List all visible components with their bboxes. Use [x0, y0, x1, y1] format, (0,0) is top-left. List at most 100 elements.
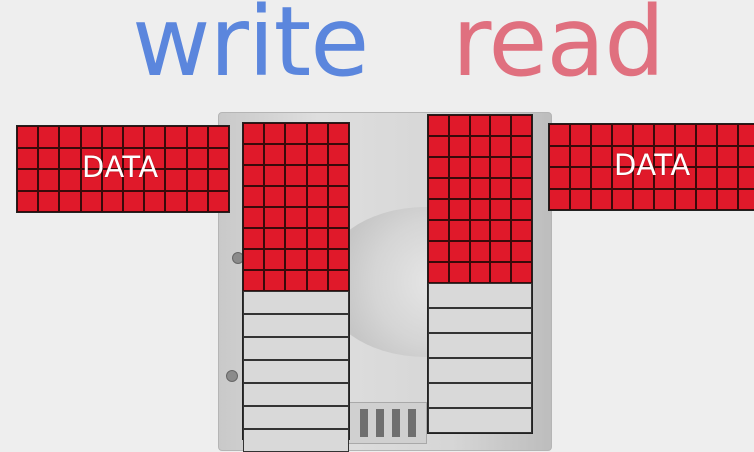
- write-heading: write: [132, 0, 368, 90]
- data-cell: [285, 123, 306, 144]
- data-cell: [591, 189, 612, 211]
- data-cell: [511, 178, 532, 199]
- empty-slot: [243, 291, 349, 314]
- data-cell: [59, 126, 80, 148]
- data-cell: [264, 270, 285, 291]
- data-cell: [717, 146, 738, 168]
- data-cell: [511, 136, 532, 157]
- incoming-data-label: DATA: [82, 150, 159, 184]
- data-cell: [307, 123, 328, 144]
- empty-slot: [243, 314, 349, 337]
- data-cell: [328, 249, 349, 270]
- data-cell: [428, 136, 449, 157]
- data-cell: [738, 146, 754, 168]
- data-cell: [307, 207, 328, 228]
- data-cell: [81, 126, 102, 148]
- data-cell: [490, 220, 511, 241]
- data-cell: [102, 191, 123, 213]
- empty-slot: [428, 283, 532, 308]
- empty-slot: [243, 337, 349, 360]
- data-cell: [549, 146, 570, 168]
- data-cell: [243, 186, 264, 207]
- empty-slot: [428, 408, 532, 433]
- data-cell: [243, 165, 264, 186]
- data-cell: [470, 136, 491, 157]
- empty-slot: [243, 360, 349, 383]
- data-cell: [264, 249, 285, 270]
- data-cell: [717, 189, 738, 211]
- data-cell: [307, 270, 328, 291]
- data-cell: [264, 228, 285, 249]
- data-cell: [696, 167, 717, 189]
- data-cell: [208, 126, 229, 148]
- data-cell: [511, 241, 532, 262]
- data-cell: [470, 157, 491, 178]
- data-cell: [307, 186, 328, 207]
- data-cell: [428, 115, 449, 136]
- data-cell: [470, 262, 491, 283]
- data-cell: [17, 126, 38, 148]
- empty-slot: [243, 406, 349, 429]
- data-cell: [38, 191, 59, 213]
- empty-slot: [428, 358, 532, 383]
- data-cell: [264, 123, 285, 144]
- data-cell: [59, 191, 80, 213]
- data-cell: [165, 169, 186, 191]
- data-cell: [511, 262, 532, 283]
- data-cell: [490, 157, 511, 178]
- data-cell: [81, 191, 102, 213]
- data-cell: [17, 191, 38, 213]
- data-cell: [449, 262, 470, 283]
- data-cell: [328, 228, 349, 249]
- data-cell: [570, 146, 591, 168]
- data-cell: [738, 167, 754, 189]
- data-cell: [511, 157, 532, 178]
- data-cell: [285, 165, 306, 186]
- data-cell: [675, 189, 696, 211]
- data-cell: [511, 220, 532, 241]
- data-cell: [307, 249, 328, 270]
- data-cell: [490, 115, 511, 136]
- data-cell: [449, 157, 470, 178]
- data-cell: [144, 191, 165, 213]
- data-cell: [208, 169, 229, 191]
- data-cell: [490, 241, 511, 262]
- data-cell: [307, 228, 328, 249]
- data-cell: [449, 115, 470, 136]
- data-cell: [428, 220, 449, 241]
- data-cell: [328, 186, 349, 207]
- data-cell: [738, 124, 754, 146]
- data-cell: [264, 165, 285, 186]
- data-cell: [633, 189, 654, 211]
- data-cell: [38, 148, 59, 170]
- data-cell: [285, 270, 306, 291]
- data-cell: [59, 169, 80, 191]
- data-cell: [208, 191, 229, 213]
- empty-slot: [243, 383, 349, 406]
- data-cell: [243, 228, 264, 249]
- data-cell: [123, 191, 144, 213]
- data-cell: [696, 189, 717, 211]
- data-cell: [570, 167, 591, 189]
- data-cell: [165, 148, 186, 170]
- data-cell: [208, 148, 229, 170]
- data-cell: [187, 169, 208, 191]
- data-cell: [549, 124, 570, 146]
- data-cell: [285, 207, 306, 228]
- data-cell: [328, 123, 349, 144]
- data-cell: [243, 123, 264, 144]
- data-cell: [675, 124, 696, 146]
- data-cell: [307, 144, 328, 165]
- data-cell: [654, 189, 675, 211]
- data-cell: [449, 220, 470, 241]
- data-cell: [187, 126, 208, 148]
- data-cell: [38, 169, 59, 191]
- read-column: [427, 114, 533, 434]
- data-cell: [717, 124, 738, 146]
- data-cell: [428, 178, 449, 199]
- data-cell: [511, 115, 532, 136]
- data-cell: [307, 165, 328, 186]
- data-cell: [123, 126, 144, 148]
- data-cell: [328, 144, 349, 165]
- data-cell: [490, 262, 511, 283]
